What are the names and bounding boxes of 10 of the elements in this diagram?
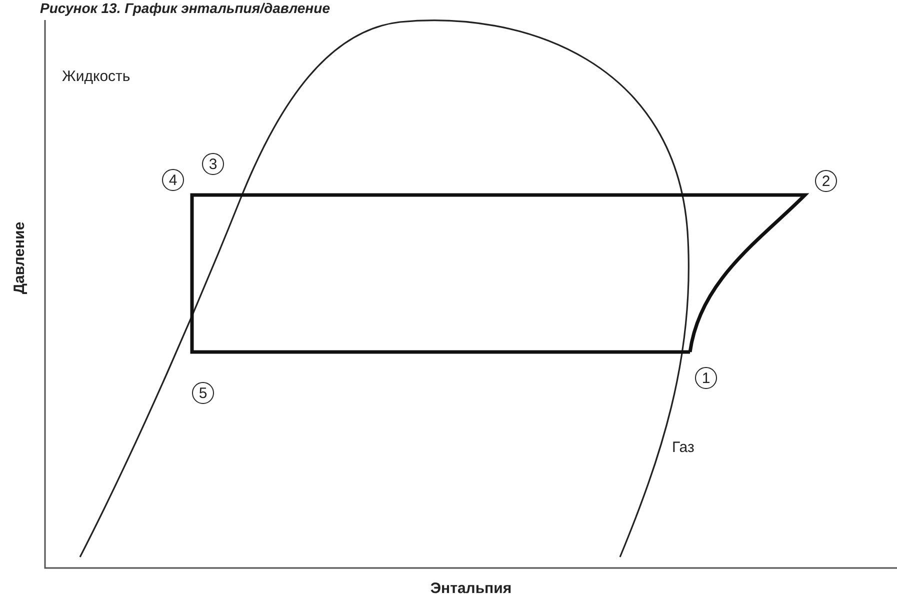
callout-number: 4 — [162, 169, 184, 191]
axis-title: Энтальпия — [430, 579, 512, 594]
callout-number: 1 — [695, 367, 717, 389]
axis-title: Давление — [10, 222, 29, 294]
figure-title: Рисунок 13. График энтальпия/давление — [40, 0, 330, 16]
region-label: Жидкость — [62, 67, 130, 87]
callout-number: 5 — [192, 382, 214, 404]
callout-number: 3 — [202, 153, 224, 175]
region-label: Газ — [672, 438, 694, 458]
callout-number: 2 — [815, 170, 837, 192]
